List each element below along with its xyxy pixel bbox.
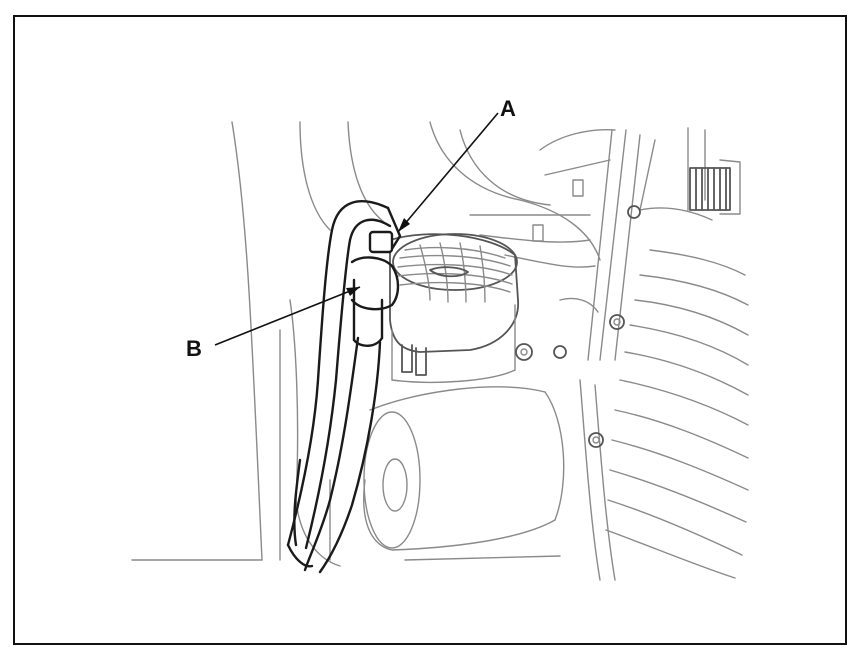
callout-label-a: A bbox=[500, 96, 516, 121]
callout-leader-a bbox=[397, 112, 499, 233]
intake-manifold-right bbox=[553, 127, 749, 581]
oil-filter bbox=[329, 386, 565, 561]
engine-upper-components bbox=[429, 121, 616, 313]
callout-label-b: B bbox=[186, 336, 202, 361]
threaded-fitting bbox=[689, 159, 741, 215]
callout-leader-b bbox=[214, 286, 361, 346]
hose-assembly bbox=[286, 200, 402, 574]
engine-block-left bbox=[131, 121, 385, 567]
filter-housing bbox=[389, 233, 533, 383]
